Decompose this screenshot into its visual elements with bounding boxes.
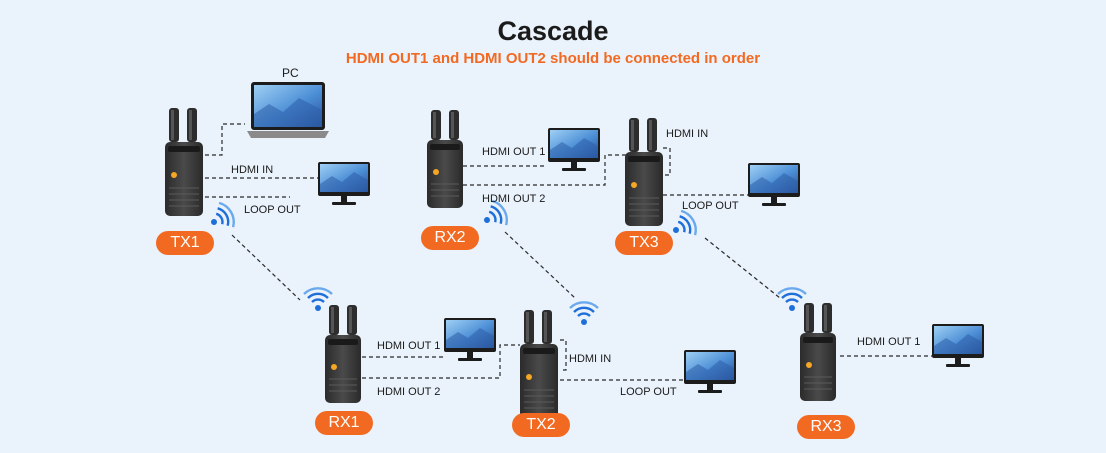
tx1-loop-out-label: LOOP OUT	[244, 204, 301, 216]
page-title: Cascade	[497, 16, 609, 46]
transmitter-icon	[519, 309, 559, 419]
badge-rx1: RX1	[315, 411, 373, 435]
tx3-loop-out-label: LOOP OUT	[682, 200, 739, 212]
tx2-loop-out-label: LOOP OUT	[620, 386, 677, 398]
badge-tx3: TX3	[615, 231, 673, 255]
badge-tx2: TX2	[512, 413, 570, 437]
rx2-hdmi-out1-label: HDMI OUT 1	[482, 146, 546, 158]
connection-lines	[205, 123, 932, 381]
badge-rx2: RX2	[421, 226, 479, 250]
rx1-hdmi-out2-label: HDMI OUT 2	[377, 386, 441, 398]
badge-rx3: RX3	[797, 415, 855, 439]
monitor-icon	[318, 162, 370, 205]
receiver-icon	[426, 109, 464, 209]
receiver-icon	[799, 302, 837, 402]
monitor-icon	[932, 324, 984, 367]
receiver-icon	[324, 304, 362, 404]
transmitter-icon	[164, 107, 204, 217]
tx1-hdmi-in-label: HDMI IN	[231, 164, 274, 176]
rx1-hdmi-out1-label: HDMI OUT 1	[377, 340, 441, 352]
rx3-hdmi-out1-label: HDMI OUT 1	[857, 336, 921, 348]
wifi-signal-icon	[568, 301, 600, 327]
laptop-icon	[247, 82, 329, 138]
monitor-icon	[444, 318, 496, 361]
rx2-hdmi-out2-label: HDMI OUT 2	[482, 193, 546, 205]
wifi-signal-icon	[302, 287, 334, 313]
wifi-signal-icon	[203, 198, 240, 237]
badge-tx1: TX1	[156, 231, 214, 255]
pc-label: PC	[282, 66, 299, 80]
monitor-icon	[748, 163, 800, 206]
wifi-signal-icon	[776, 287, 808, 313]
monitor-icon	[684, 350, 736, 393]
transmitter-icon	[624, 117, 664, 227]
tx3-hdmi-in-label: HDMI IN	[666, 128, 709, 140]
page-subtitle: HDMI OUT1 and HDMI OUT2 should be connec…	[345, 50, 761, 67]
tx2-hdmi-in-label: HDMI IN	[569, 353, 612, 365]
monitor-icon	[548, 128, 600, 171]
